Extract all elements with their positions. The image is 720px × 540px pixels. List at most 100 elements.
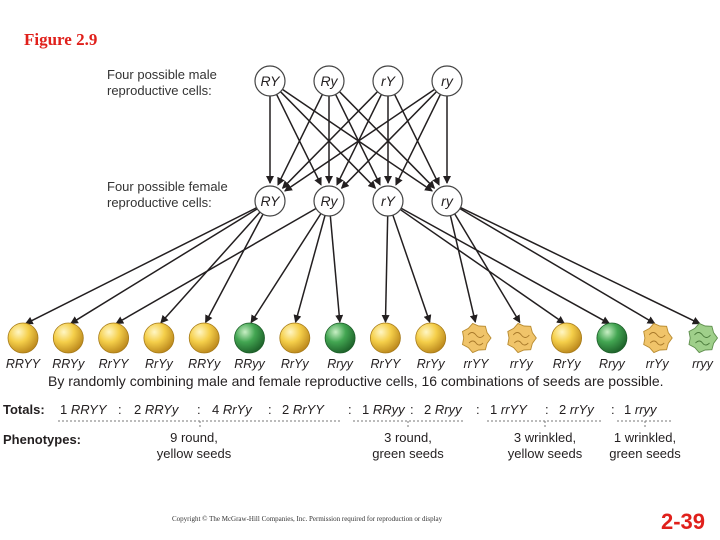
female-cell-label: ry [441,193,454,209]
female-cell: ry [431,185,463,217]
seed-genotype-label: RrYy [553,357,582,371]
green-round-seed-icon [596,322,628,354]
male-cell: RY [254,65,286,97]
yellow-round-seed-icon [551,322,582,354]
seed-genotype-label: RRYy [52,357,85,371]
arrow [115,207,317,325]
green-round-seed-icon [324,322,356,354]
seed-wrinkle-texture [467,332,485,346]
phenotype-brackets-layer [58,420,672,429]
male-cell-label: RY [261,73,282,89]
male-cell-circle [313,65,345,97]
arrow [449,215,478,324]
yellow-round-seed-icon [188,322,220,354]
seed [507,322,537,354]
seed [234,322,265,354]
total-separator: : [268,402,272,417]
seed [143,322,175,354]
arrow [284,88,436,192]
seed [98,322,129,354]
male-cell-label: rY [381,73,397,89]
male-caption-line-2: reproductive cells: [107,83,212,98]
yellow-round-seed-icon [52,322,84,354]
arrow [340,91,438,189]
female-cell-label: rY [381,193,397,209]
total-item: 2 Rryy [424,402,462,417]
total-item: 4 RrYy [212,402,252,417]
yellow-round-seed-icon [279,322,311,354]
seed-genotype-label: RRyy [234,357,265,371]
seed-genotype-label: rrYy [646,357,670,371]
total-item: 2 rrYy [559,402,594,417]
total-item: 1 RRYY [60,402,107,417]
phenotype-round-yellow: 9 round,yellow seeds [156,430,232,461]
seed-genotype-label: rryy [692,357,714,371]
seed-genotype-label: RRYy [188,357,221,371]
arrow [160,211,261,324]
arrow [204,213,264,324]
seed [643,322,673,354]
arrow [293,215,326,324]
phenotype-round-green: 3 round,green seeds [372,430,444,461]
arrow [275,94,322,186]
seed-genotype-label: rrYY [464,357,491,371]
total-item: 2 RrYY [282,402,324,417]
yellow-round-seed-icon [143,322,175,354]
yellow-wrinkled-seed-icon [643,322,673,354]
female-caption-line-2: reproductive cells: [107,195,212,210]
yellow-wrinkled-seed-icon [461,322,492,354]
arrow [393,94,440,186]
arrow [400,207,611,325]
seed [596,322,628,354]
green-wrinkled-seed-icon [688,322,719,354]
female-cell-circle [254,185,286,217]
female-cell: rY [372,185,404,217]
arrow [279,91,377,189]
total-separator: : [197,402,201,417]
seed-genotype-label: RrYy [145,357,174,371]
seed-wrinkle-texture [648,332,666,346]
combinations-statement: By randomly combining male and female re… [48,373,664,389]
total-item: 1 RRyy [362,402,405,417]
arrow [392,214,432,324]
male-caption-line-1: Four possible male [107,67,217,82]
seed-genotype-label: RrYY [99,357,131,371]
female-cell-label: RY [261,193,282,209]
total-separator: : [476,402,480,417]
male-cell-circle [254,65,286,97]
female-cell-circle [313,185,345,217]
seed-genotype-label: rrYy [510,357,534,371]
arrow [334,94,381,186]
total-separator: : [410,402,414,417]
seed-genotype-label: RRYY [6,357,42,371]
male-cell-label: ry [441,73,454,89]
arrow [250,213,322,324]
seed-genotype-label: RrYY [370,357,402,371]
yellow-wrinkled-seed-icon [507,322,537,354]
arrow [395,94,442,186]
figure-title: Figure 2.9 [24,30,98,49]
phenotype-wrinkled-yellow: 3 wrinkled,yellow seeds [507,430,583,461]
arrow [399,208,565,324]
female-cell: Ry [313,185,345,217]
total-separator: : [348,402,352,417]
seeds-layer [7,322,719,354]
arrow [329,215,344,324]
seed-wrinkle-texture [512,332,530,346]
yellow-round-seed-icon [369,322,401,354]
male-cell-label: Ry [320,73,338,89]
arrow [277,94,324,186]
female-caption-line-1: Four possible female [107,179,228,194]
totals-label: Totals: [3,402,45,417]
arrow [381,215,390,324]
male-cell: Ry [313,65,345,97]
arrow [460,206,701,325]
copyright-notice: Copyright © The McGraw-Hill Companies, I… [172,515,443,523]
total-separator: : [118,402,122,417]
seed [324,322,356,354]
arrow [338,91,436,189]
male-cells-layer: RY Ry rY ry [254,65,463,97]
female-cell-label: Ry [320,193,338,209]
